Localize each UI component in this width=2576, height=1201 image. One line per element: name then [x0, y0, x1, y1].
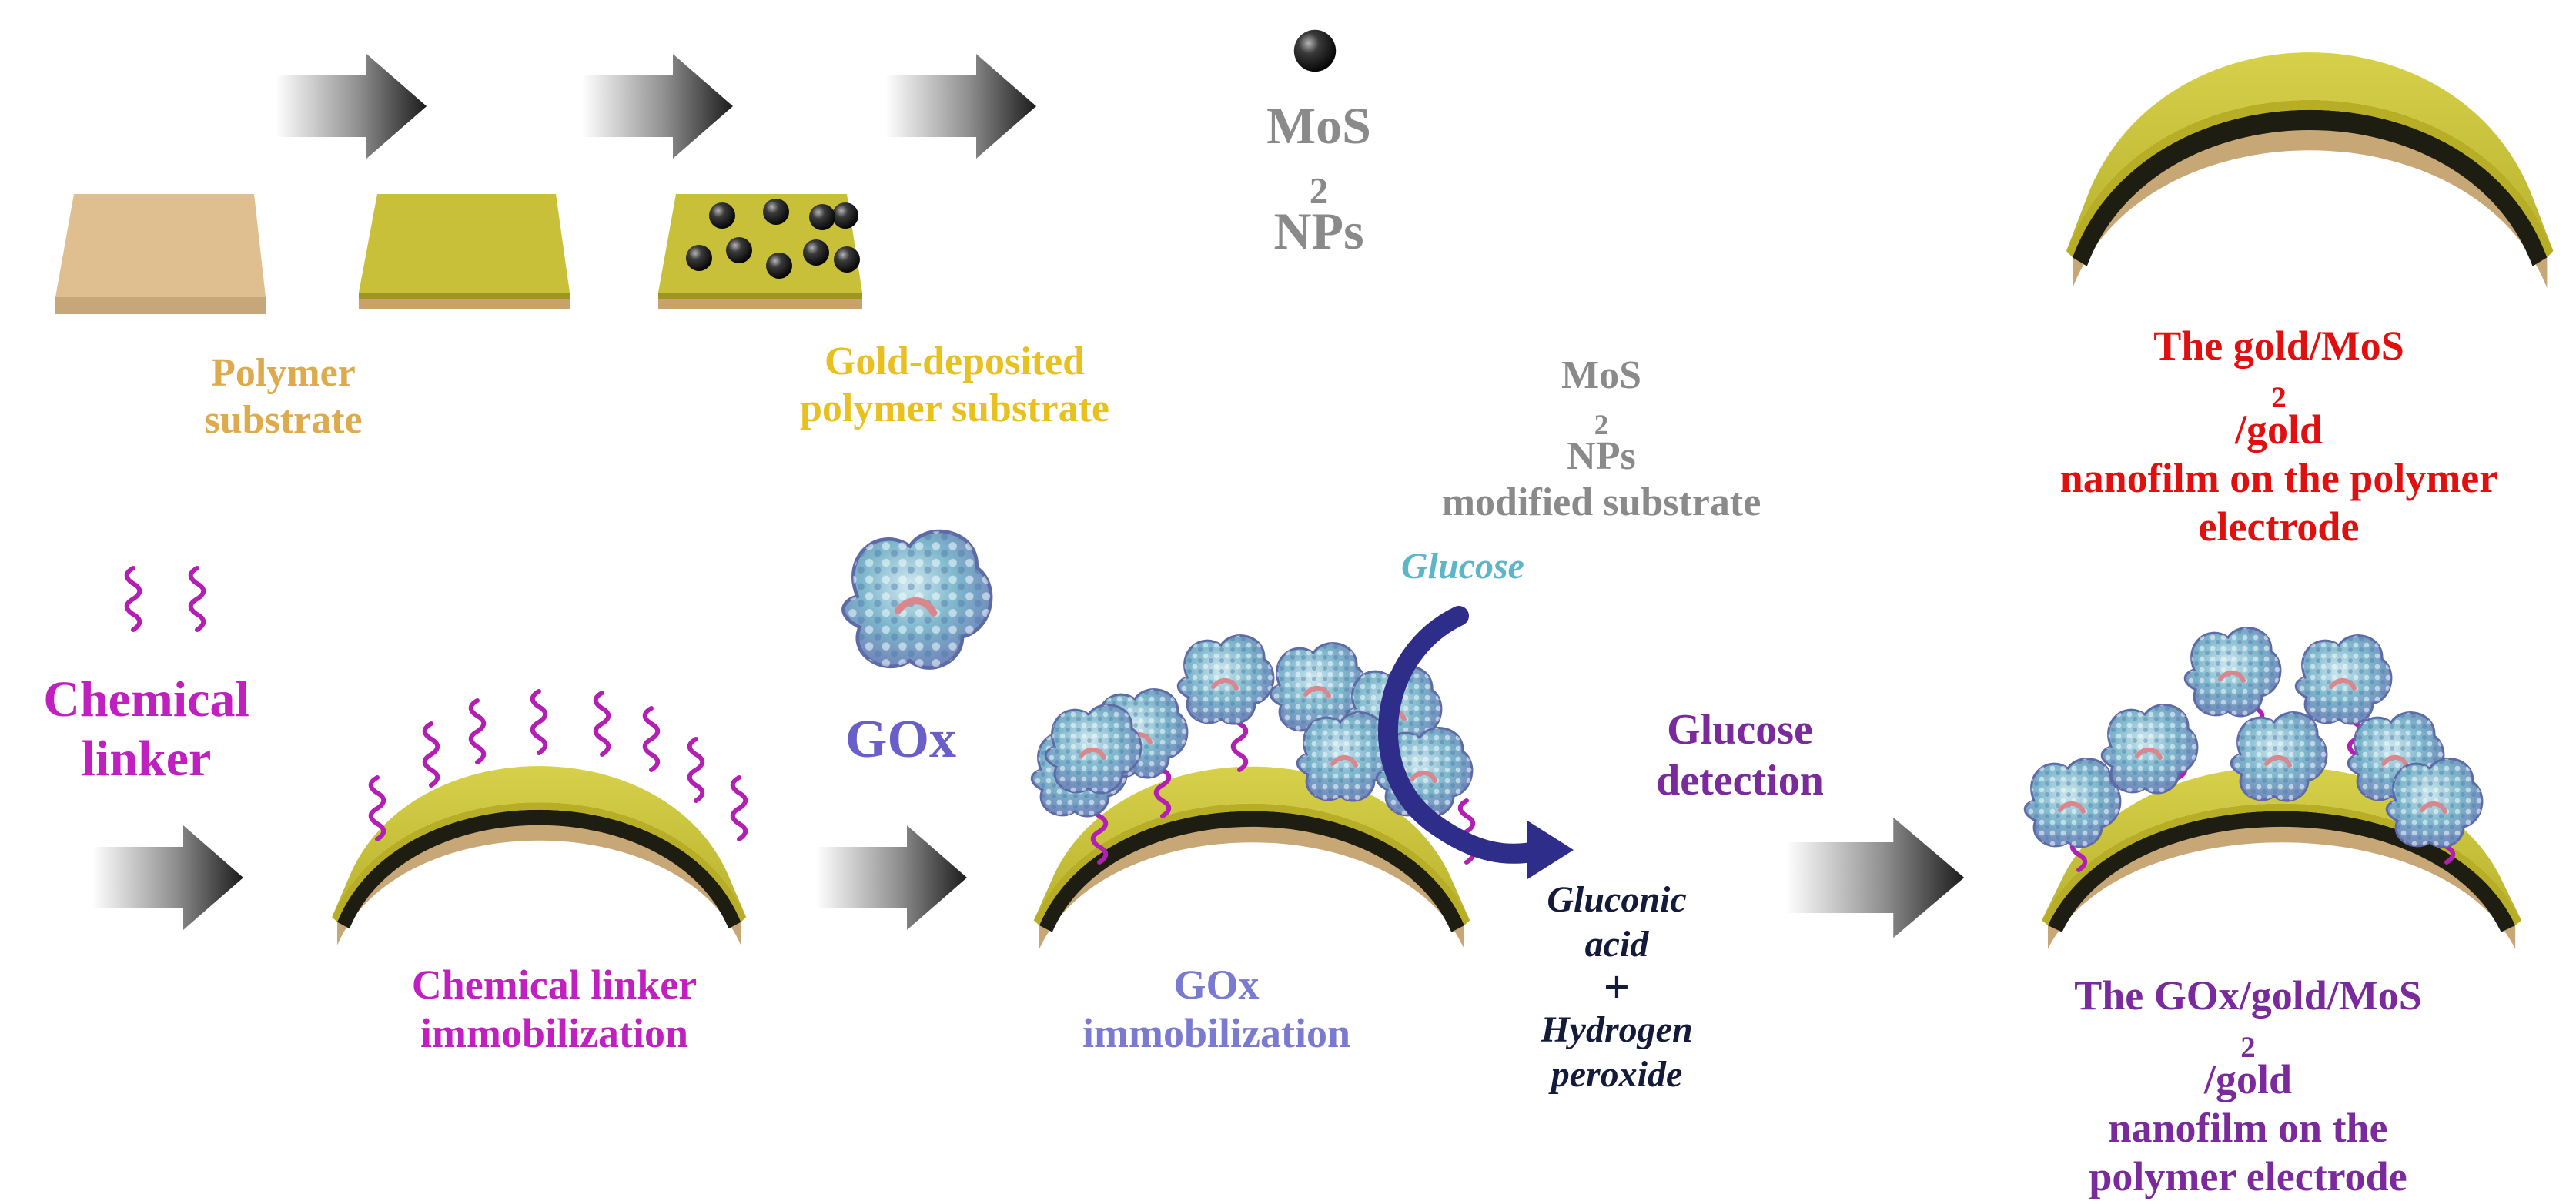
gox-reagent-enzyme [843, 531, 991, 667]
gox-immobilization-label: GOx immobilization [1082, 962, 1350, 1057]
glucose-label: Glucose [1401, 546, 1524, 587]
chemical-linker-immobilization-label: Chemical linker immobilization [411, 962, 698, 1057]
reaction-products-label: Gluconic acid + Hydrogen peroxide [1541, 879, 1693, 1095]
chemical-linker-reagent-label: Chemical linker [43, 671, 249, 788]
mos2-modified-slab [658, 194, 862, 309]
polymer-substrate-slab [55, 194, 266, 314]
gox-reagent-label: GOx [845, 710, 956, 769]
process-arrow-1 [276, 54, 427, 159]
glucose-detection-label: Glucose detection [1656, 706, 1824, 805]
process-arrow-3 [885, 54, 1036, 159]
gold-deposited-label: Gold-deposited polymer substrate [799, 340, 1109, 430]
process-arrow-6 [1786, 817, 1965, 938]
gold-deposited-slab [359, 194, 570, 309]
process-arrow-2 [582, 54, 733, 159]
curved-reaction-arrow-icon [1378, 606, 1574, 879]
gox-gold-mos2-electrode-arch [2025, 628, 2522, 949]
process-arrow-4 [92, 825, 243, 930]
process-arrow-5 [816, 825, 967, 930]
mos2-reagent-particle [1293, 29, 1337, 72]
polymer-substrate-label: Polymer substrate [204, 351, 363, 442]
gold-mos2-electrode-arch [2066, 52, 2554, 289]
linker-electrode-arch [332, 691, 746, 945]
